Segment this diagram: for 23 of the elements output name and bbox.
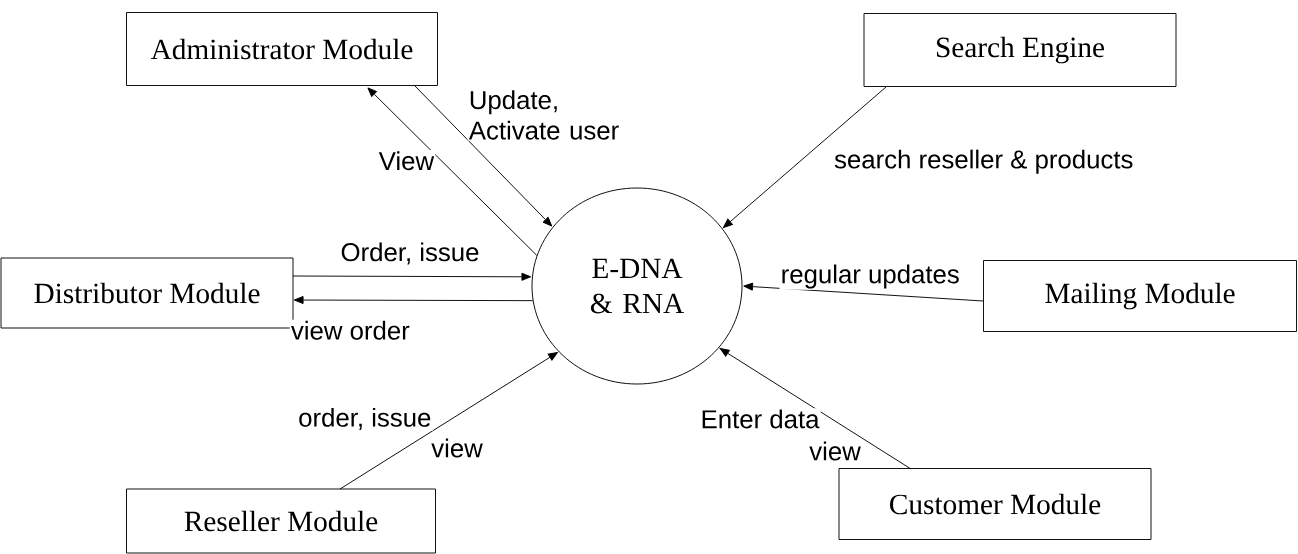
arrow	[719, 348, 912, 470]
arrow	[293, 296, 534, 305]
edge-label: order, issue	[297, 406, 433, 432]
edge-label: Enter data	[699, 408, 821, 430]
arrow	[414, 85, 553, 227]
edge-label: Order, issue	[339, 241, 481, 266]
arrow	[292, 272, 532, 281]
edge-label: view order	[289, 319, 411, 341]
edge-label: search reseller & products	[832, 148, 1135, 175]
text-label: view	[808, 440, 862, 462]
edge-label: View	[377, 150, 436, 172]
module-box: Search Engine	[863, 13, 1177, 87]
edge-label: Update, Activate user	[467, 89, 635, 141]
arrow	[743, 282, 984, 302]
arrow	[339, 352, 558, 490]
module-box: Reseller Module	[126, 488, 436, 554]
module-box: Administrator Module	[126, 12, 438, 86]
arrow	[723, 86, 887, 228]
module-box: Mailing Module	[983, 260, 1297, 332]
edge-label: regular updates	[779, 263, 961, 290]
text-label: view	[430, 437, 484, 459]
module-box: Customer Module	[838, 468, 1152, 540]
arrow	[367, 87, 538, 256]
